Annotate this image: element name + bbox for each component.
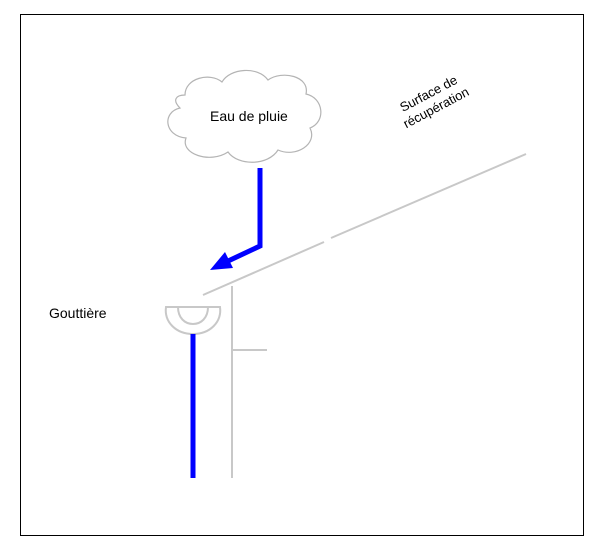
gutter-label: Gouttière bbox=[49, 305, 107, 321]
rain-arrow-line bbox=[224, 168, 263, 265]
cloud-shape bbox=[167, 69, 322, 163]
roof-surface-upper bbox=[330, 153, 527, 239]
gutter-shape bbox=[164, 306, 222, 336]
gutter-inner bbox=[177, 306, 209, 326]
roof-surface-lower bbox=[202, 241, 325, 296]
rain-arrow-head bbox=[210, 252, 233, 270]
cloud-label: Eau de pluie bbox=[210, 108, 288, 124]
